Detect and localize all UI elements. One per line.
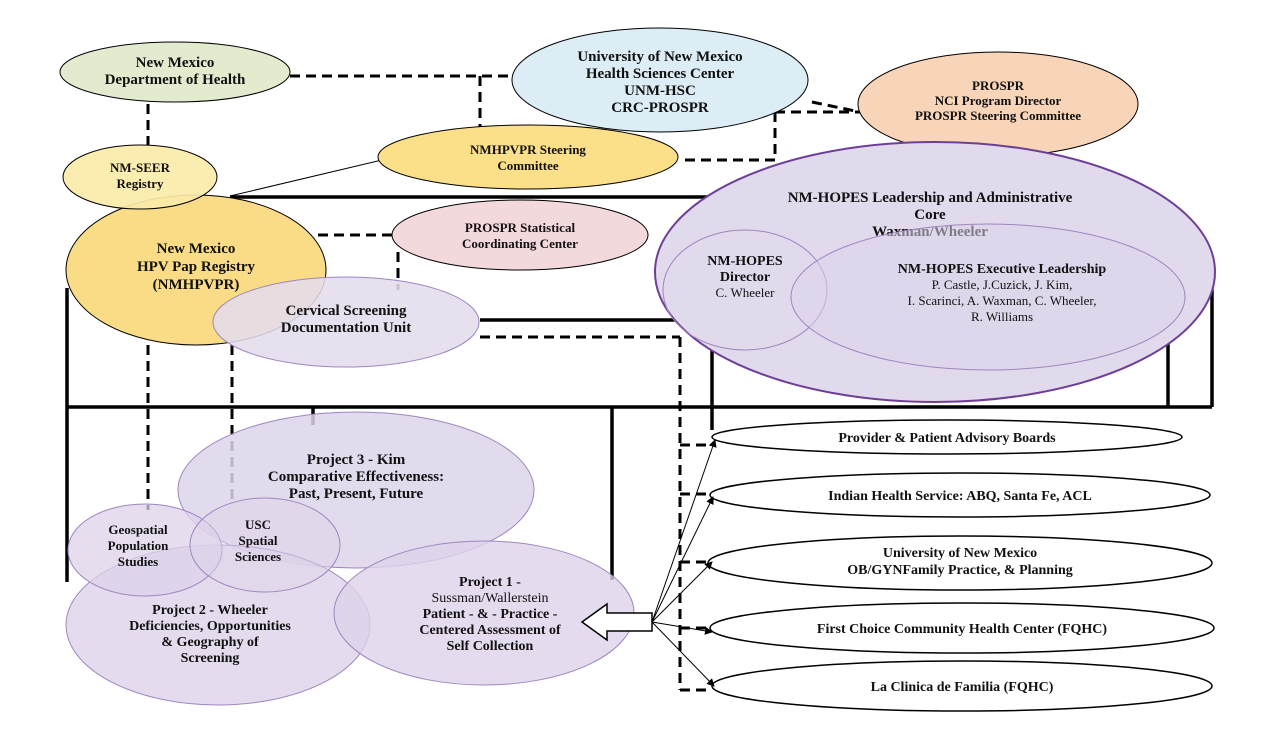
partner-advisory: Provider & Patient Advisory Boards xyxy=(711,419,1183,455)
nmhpvpr-line2: HPV Pap Registry xyxy=(137,259,256,275)
partner-unm-line2: OB/GYNFamily Practice, & Planning xyxy=(847,563,1073,578)
exec-title: NM-HOPES Executive Leadership xyxy=(898,262,1107,277)
cervical-line1: Cervical Screening xyxy=(286,303,407,319)
node-usc: USC Spatial Sciences xyxy=(189,497,341,593)
partner-ihs-label: Indian Health Service: ABQ, Santa Fe, AC… xyxy=(828,489,1092,504)
block-arrow-left xyxy=(580,602,653,642)
project3-line3: Past, Present, Future xyxy=(289,486,424,502)
node-exec: NM-HOPES Executive Leadership P. Castle,… xyxy=(790,223,1186,371)
nmhpvpr-line3: (NMHPVPR) xyxy=(153,277,240,293)
arrow-to-first-choice xyxy=(651,621,713,635)
nmseer-line2: Registry xyxy=(117,176,164,191)
prospr-line3: PROSPR Steering Committee xyxy=(915,108,1081,123)
node-cervical: Cervical Screening Documentation Unit xyxy=(212,276,480,368)
geospatial-line2: Population xyxy=(108,538,169,553)
prospr-line2: NCI Program Director xyxy=(935,93,1062,108)
project1-line2: Sussman/Wallerstein xyxy=(431,591,548,606)
unm-line3: UNM-HSC xyxy=(624,83,696,99)
project1-line4: Centered Assessment of xyxy=(419,623,561,638)
partner-first-choice: First Choice Community Health Center (FQ… xyxy=(709,602,1215,654)
node-nmdoh: New Mexico Department of Health xyxy=(59,41,291,103)
stat-line2: Coordinating Center xyxy=(462,236,578,251)
node-nmseer: NM-SEER Registry xyxy=(62,144,218,210)
fan-arrows xyxy=(651,439,717,687)
exec-line1: P. Castle, J.Cuzick, J. Kim, xyxy=(932,277,1073,292)
node-project1: Project 1 - Sussman/Wallerstein Patient … xyxy=(333,540,635,686)
project1-line5: Self Collection xyxy=(447,639,534,654)
arrow-to-unm xyxy=(651,561,713,623)
project1-line3: Patient - & - Practice - xyxy=(423,607,558,622)
leadership-line1: NM-HOPES Leadership and Administrative xyxy=(788,190,1073,206)
partner-unm-line1: University of New Mexico xyxy=(883,546,1037,561)
stat-line1: PROSPR Statistical xyxy=(465,220,576,235)
project3-line1: Project 3 - Kim xyxy=(307,452,406,468)
unm-line4: CRC-PROSPR xyxy=(611,100,709,116)
unm-line2: Health Sciences Center xyxy=(586,66,735,82)
nmdoh-line1: New Mexico xyxy=(136,55,215,71)
partner-advisory-label: Provider & Patient Advisory Boards xyxy=(838,431,1056,446)
cervical-line2: Documentation Unit xyxy=(281,320,411,336)
node-unm-hsc: University of New Mexico Health Sciences… xyxy=(511,27,809,133)
usc-line3: Sciences xyxy=(235,549,281,564)
partner-first-choice-label: First Choice Community Health Center (FQ… xyxy=(817,622,1108,637)
leadership-line2: Core xyxy=(914,207,946,223)
partner-la-clinica-label: La Clinica de Familia (FQHC) xyxy=(871,680,1054,695)
director-sub: C. Wheeler xyxy=(716,285,776,300)
node-steering: NMHPVPR Steering Committee xyxy=(377,124,679,190)
thin-steering-nmhpvpr xyxy=(229,159,383,197)
node-prospr-stat: PROSPR Statistical Coordinating Center xyxy=(391,199,649,271)
nmhpvpr-line1: New Mexico xyxy=(157,241,236,257)
arrow-to-advisory xyxy=(651,439,717,623)
director-line2: Director xyxy=(720,270,770,285)
arrow-to-ihs xyxy=(651,496,714,623)
project3-line2: Comparative Effectiveness: xyxy=(268,469,444,485)
geospatial-line3: Studies xyxy=(118,554,158,569)
unm-line1: University of New Mexico xyxy=(577,49,742,65)
usc-line2: Spatial xyxy=(238,533,277,548)
node-prospr: PROSPR NCI Program Director PROSPR Steer… xyxy=(857,51,1139,157)
steering-line1: NMHPVPR Steering xyxy=(470,142,586,157)
connectors xyxy=(65,74,1214,692)
nmseer-line1: NM-SEER xyxy=(110,160,171,175)
project2-line4: Screening xyxy=(181,651,240,666)
partner-ihs: Indian Health Service: ABQ, Santa Fe, AC… xyxy=(709,472,1211,518)
exec-line2: I. Scarinci, A. Waxman, C. Wheeler, xyxy=(908,293,1097,308)
nmdoh-line2: Department of Health xyxy=(105,72,246,88)
project2-line2: Deficiencies, Opportunities xyxy=(129,619,291,634)
exec-line3: R. Williams xyxy=(971,309,1033,324)
project2-line3: & Geography of xyxy=(161,635,259,650)
node-geospatial: Geospatial Population Studies xyxy=(67,503,223,597)
arrow-to-la-clinica xyxy=(651,621,715,687)
node-director: NM-HOPES Director C. Wheeler xyxy=(662,229,828,351)
dash-unm-prospr xyxy=(680,100,861,162)
usc-line1: USC xyxy=(245,517,271,532)
steering-line2: Committee xyxy=(497,158,559,173)
partner-unm-obgyn: University of New Mexico OB/GYNFamily Pr… xyxy=(707,535,1213,591)
project2-line1: Project 2 - Wheeler xyxy=(152,603,268,618)
partner-la-clinica: La Clinica de Familia (FQHC) xyxy=(711,660,1213,712)
prospr-line1: PROSPR xyxy=(972,78,1025,93)
director-line1: NM-HOPES xyxy=(707,254,783,269)
geospatial-line1: Geospatial xyxy=(108,522,168,537)
project1-line1: Project 1 - xyxy=(459,575,521,590)
